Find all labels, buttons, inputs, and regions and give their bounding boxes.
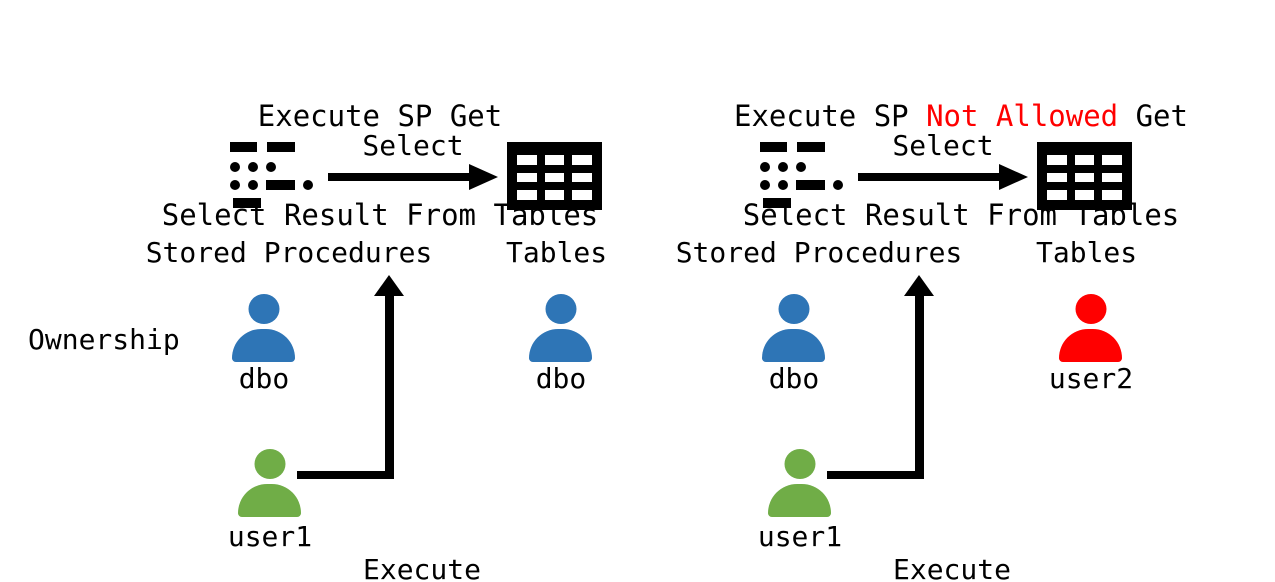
- person-icon-table-owner: [1059, 294, 1122, 362]
- panel-chain-broken: Execute SP Not Allowed Get Select Result…: [530, 0, 1230, 582]
- execute-permission-label: Execute permission: [852, 497, 1052, 582]
- person-icon-table-owner: [529, 294, 592, 362]
- ownership-label: Ownership: [28, 323, 180, 356]
- execute-permission-label: Execute permission: [322, 497, 522, 582]
- panel-title-line1: Execute SP Get: [257, 99, 503, 133]
- stored-procedures-label: Stored Procedures: [145, 236, 433, 269]
- person-icon-sp-owner: [232, 294, 295, 362]
- execute-permission-line1: Execute: [362, 553, 481, 582]
- select-arrow-head-icon: [469, 164, 498, 190]
- execute-permission-line1: Execute: [892, 553, 1011, 582]
- table-icon: [1037, 142, 1132, 210]
- select-arrow-label: Select: [892, 129, 994, 162]
- execute-permission-arrow-horizontal: [827, 471, 920, 479]
- panel-title-line1: Execute SP Not Allowed Get: [734, 99, 1188, 133]
- stored-procedures-icon: [230, 142, 315, 208]
- panel-title: Execute SP Get Select Result From Tables: [115, 34, 645, 298]
- tables-label: Tables: [506, 236, 608, 269]
- select-arrow-head-icon: [999, 164, 1028, 190]
- select-arrow-line: [858, 173, 999, 181]
- sp-owner-name: dbo: [768, 362, 820, 395]
- execute-permission-arrow-head-icon: [904, 275, 934, 296]
- tables-label: Tables: [1036, 236, 1138, 269]
- execute-permission-arrow-vertical: [915, 294, 924, 479]
- caller-name: user1: [757, 520, 843, 553]
- panel-title: Execute SP Not Allowed Get Select Result…: [696, 34, 1226, 298]
- table-icon: [507, 142, 602, 210]
- execute-permission-arrow-horizontal: [297, 471, 390, 479]
- table-owner-name: user2: [1048, 362, 1134, 395]
- sp-owner-name: dbo: [238, 362, 290, 395]
- person-icon-sp-owner: [762, 294, 825, 362]
- caller-name: user1: [227, 520, 313, 553]
- select-arrow-line: [328, 173, 469, 181]
- table-owner-name: dbo: [535, 362, 587, 395]
- execute-permission-arrow-head-icon: [374, 275, 404, 296]
- panel-chain-intact: Execute SP Get Select Result From Tables…: [115, 34, 645, 582]
- stored-procedures-label: Stored Procedures: [675, 236, 963, 269]
- panel-title-line2: Select Result From Tables: [742, 198, 1180, 232]
- select-arrow-label: Select: [362, 129, 464, 162]
- execute-permission-arrow-vertical: [385, 294, 394, 479]
- person-icon-caller: [238, 449, 301, 517]
- person-icon-caller: [768, 449, 831, 517]
- stored-procedures-icon: [760, 142, 845, 208]
